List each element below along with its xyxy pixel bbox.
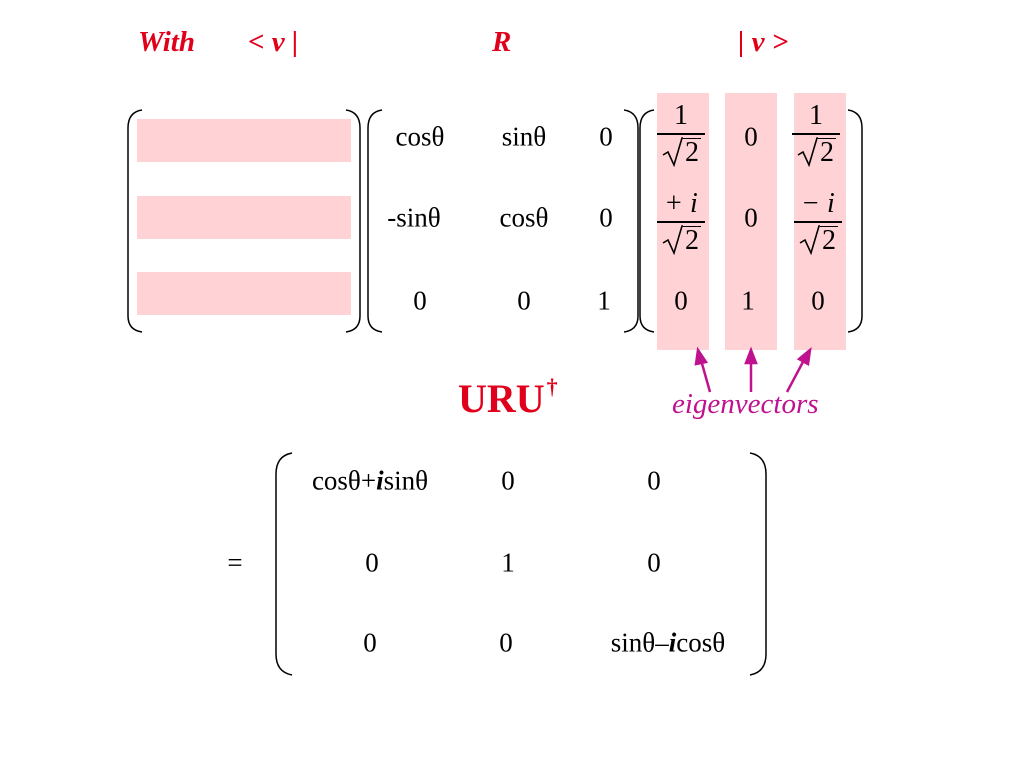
result-r1c1: cosθ+isinθ bbox=[311, 465, 429, 496]
ket-left-bracket bbox=[639, 109, 655, 333]
eigenvector-1-entry-2: + i 2 bbox=[657, 189, 705, 255]
eigenvector-2-entry-1: 0 bbox=[744, 121, 758, 152]
eigenvector-1-entry-1: 1 2 bbox=[657, 101, 705, 167]
result-r3c1: 0 bbox=[363, 627, 377, 658]
sqrt-icon bbox=[661, 224, 683, 255]
dagger-symbol: † bbox=[546, 374, 558, 399]
sqrt-icon bbox=[796, 136, 818, 167]
result-r2c1: 0 bbox=[365, 547, 379, 578]
result-r1c2: 0 bbox=[501, 465, 515, 496]
bra-row-2-highlight bbox=[137, 196, 351, 239]
result-left-bracket bbox=[275, 452, 293, 676]
result-right-bracket bbox=[749, 452, 767, 676]
rotation-r2c3: 0 bbox=[599, 202, 613, 233]
eigenvector-3-entry-3: 0 bbox=[811, 285, 825, 316]
rotation-r3c2: 0 bbox=[517, 285, 531, 316]
rotation-r1c3: 0 bbox=[599, 121, 613, 152]
equals-sign: = bbox=[227, 547, 243, 578]
result-r2c2: 1 bbox=[501, 547, 515, 578]
result-r3c2: 0 bbox=[499, 627, 513, 658]
rotation-r2c1: -sinθ bbox=[387, 202, 441, 233]
result-r2c3: 0 bbox=[647, 547, 661, 578]
rotation-r3c1: 0 bbox=[413, 285, 427, 316]
eigenvectors-caption: eigenvectors bbox=[672, 388, 819, 420]
bra-label: < v | bbox=[248, 26, 299, 58]
result-r1c3: 0 bbox=[647, 465, 661, 496]
rotation-r1c2: sinθ bbox=[501, 121, 547, 152]
uru-dagger-label: URU† bbox=[458, 374, 558, 421]
eigenvector-3-entry-1: 1 2 bbox=[792, 101, 840, 167]
eigenvector-1-entry-3: 0 bbox=[674, 285, 688, 316]
bra-right-bracket bbox=[345, 109, 361, 333]
eigenvector-2-entry-2: 0 bbox=[744, 202, 758, 233]
rotation-r3c3: 1 bbox=[597, 285, 611, 316]
ket-label: | v > bbox=[738, 26, 789, 58]
rotation-r1c1: cosθ bbox=[395, 121, 445, 152]
with-label: With bbox=[138, 26, 195, 58]
rotation-r2c2: cosθ bbox=[499, 202, 549, 233]
result-r3c3: sinθ–icosθ bbox=[610, 627, 726, 658]
eigenvector-3-entry-2: − i 2 bbox=[794, 189, 842, 255]
rotation-left-bracket bbox=[367, 109, 383, 333]
eigenvector-2-entry-3: 1 bbox=[741, 285, 755, 316]
eigenvector-2-highlight bbox=[725, 93, 777, 350]
sqrt-icon bbox=[798, 224, 820, 255]
sqrt-icon bbox=[661, 136, 683, 167]
rotation-right-bracket bbox=[623, 109, 639, 333]
bra-row-3-highlight bbox=[137, 272, 351, 315]
bra-left-bracket bbox=[127, 109, 143, 333]
r-label: R bbox=[492, 26, 512, 58]
ket-right-bracket bbox=[847, 109, 863, 333]
bra-row-1-highlight bbox=[137, 119, 351, 162]
